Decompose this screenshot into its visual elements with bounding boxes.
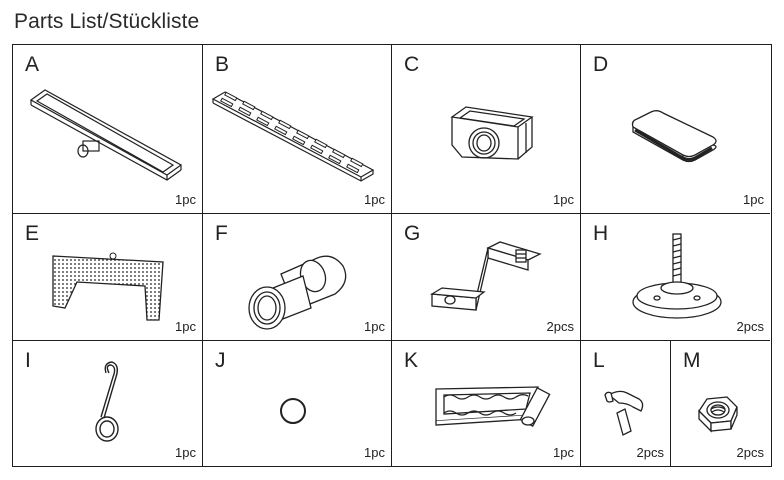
part-cell-k: K 1pc [392, 341, 581, 466]
siphon-trap-box-icon [450, 106, 534, 160]
part-letter: A [25, 53, 40, 76]
part-letter: L [593, 349, 605, 372]
part-quantity: 1pc [553, 192, 574, 207]
part-quantity: 2pcs [736, 445, 764, 460]
part-cell-d: D 1pc [581, 45, 770, 214]
part-quantity: 1pc [743, 192, 764, 207]
part-letter: E [25, 222, 40, 245]
part-cell-e: E 1pc [13, 214, 203, 341]
wing-clip-icon [604, 390, 644, 436]
part-quantity: 1pc [364, 192, 385, 207]
part-letter: F [215, 222, 228, 245]
perforated-insert-icon [52, 252, 164, 321]
part-quantity: 2pcs [636, 445, 664, 460]
part-quantity: 1pc [175, 319, 196, 334]
lifting-hook-icon [95, 361, 119, 442]
part-quantity: 2pcs [546, 319, 574, 334]
channel-drain-body-icon [29, 89, 183, 181]
part-cell-a: A 1pc [13, 45, 203, 214]
rubber-pad-icon [631, 110, 717, 163]
part-quantity: 1pc [175, 445, 196, 460]
part-letter: D [593, 53, 609, 76]
part-quantity: 1pc [364, 445, 385, 460]
part-cell-m: M 2pcs [671, 341, 770, 466]
parts-grid: A 1pc B [12, 44, 772, 467]
part-cell-h: H 2pcs [581, 214, 770, 341]
part-cell-c: C 1pc [392, 45, 581, 214]
part-letter: H [593, 222, 609, 245]
sealing-frame-icon [435, 386, 551, 428]
part-cell-g: G 2pcs [392, 214, 581, 341]
part-cell-l: L 2pcs [581, 341, 671, 466]
part-letter: G [404, 222, 421, 245]
part-cell-i: I 1pc [13, 341, 203, 466]
part-letter: B [215, 53, 230, 76]
hex-nut-icon [698, 396, 738, 433]
adjustable-foot-icon [632, 233, 722, 319]
part-cell-f: F 1pc [203, 214, 392, 341]
part-letter: K [404, 349, 419, 372]
part-letter: J [215, 349, 226, 372]
part-quantity: 1pc [364, 319, 385, 334]
part-quantity: 1pc [553, 445, 574, 460]
part-quantity: 2pcs [736, 319, 764, 334]
part-quantity: 1pc [175, 192, 196, 207]
part-letter: C [404, 53, 420, 76]
mounting-bracket-icon [429, 241, 542, 311]
o-ring-icon [280, 398, 306, 424]
part-letter: I [25, 349, 31, 372]
pipe-connector-icon [248, 255, 347, 330]
slotted-grate-icon [211, 91, 375, 182]
parts-list-title: Parts List/Stückliste [14, 10, 200, 33]
part-cell-j: J 1pc [203, 341, 392, 466]
part-letter: M [683, 349, 701, 372]
part-cell-b: B [203, 45, 392, 214]
